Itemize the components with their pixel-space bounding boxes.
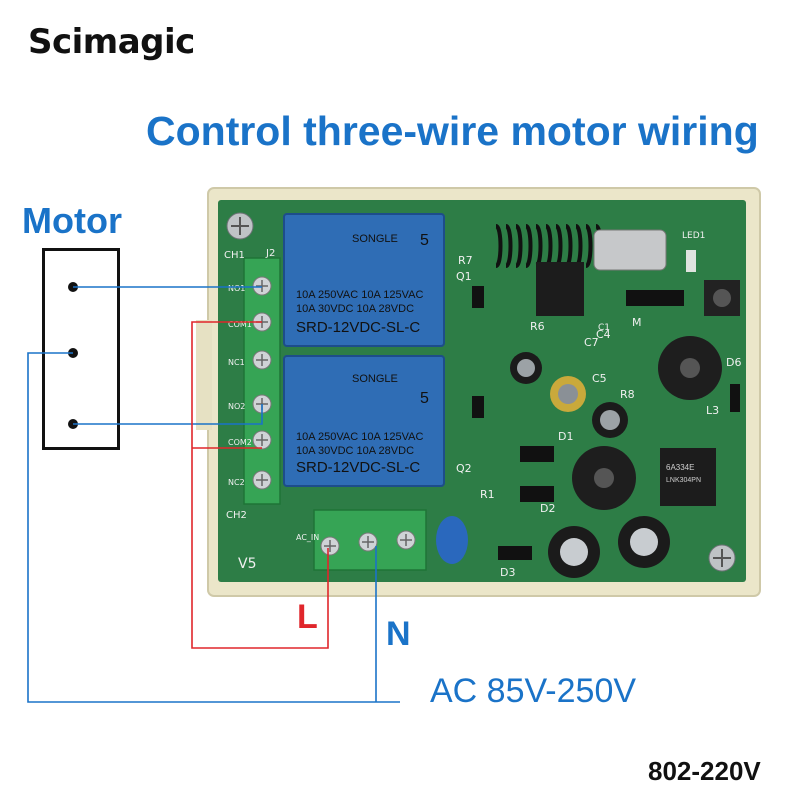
silk-nc2: NC2 xyxy=(228,478,245,487)
pairing-button xyxy=(704,280,740,316)
brand-logo: Scimagic xyxy=(28,22,195,62)
page-title: Control three-wire motor wiring xyxy=(146,108,759,154)
crystal xyxy=(593,229,667,271)
wire-motor-3-to-no2 xyxy=(73,404,263,425)
relay-1-model: SRD-12VDC-SL-C xyxy=(296,319,420,336)
screw-top-left xyxy=(226,212,254,240)
ic-part: LNK304PN xyxy=(666,477,701,484)
silk-d3: D3 xyxy=(500,566,515,579)
ac-input-terminal-block xyxy=(313,509,427,571)
relay-1-brand: SONGLE xyxy=(352,233,398,245)
silk-com1: COM1 xyxy=(228,320,252,329)
silk-ac-in: AC_IN xyxy=(296,533,319,542)
silk-nc1: NC1 xyxy=(228,358,245,367)
silk-r6: R6 xyxy=(530,320,545,333)
mode-jumper xyxy=(626,290,684,306)
wire-live-to-com1 xyxy=(191,321,329,649)
smd-parts xyxy=(472,286,740,560)
silk-m: M xyxy=(632,316,642,329)
silk-c4: C4 xyxy=(596,328,611,341)
silk-r8: R8 xyxy=(620,388,635,401)
screw-bottom-right xyxy=(708,544,736,572)
case-clip xyxy=(196,320,212,430)
relay-2: SONGLE 5 10A 250VAC 10A 125VAC 10A 30VDC… xyxy=(283,355,445,487)
relay-1-spec2: 10A 30VDC 10A 28VDC xyxy=(296,303,414,315)
inductor-1 xyxy=(658,336,722,400)
silk-no1: NO1 xyxy=(228,284,245,293)
silk-c5: C5 xyxy=(592,372,607,385)
model-code: 802-220V xyxy=(648,756,761,786)
silk-ch1: CH1 xyxy=(224,250,245,261)
relay-1-spec1: 10A 250VAC 10A 125VAC xyxy=(296,289,423,301)
neutral-label: N xyxy=(386,615,411,653)
blue-wiring xyxy=(27,286,400,703)
motor-label: Motor xyxy=(22,200,122,241)
led xyxy=(686,250,696,272)
relay-1-digit: 5 xyxy=(420,232,429,249)
red-wiring xyxy=(191,321,329,649)
output-terminal-block xyxy=(243,257,281,505)
capacitor-1 xyxy=(510,352,542,384)
relay-2-model: SRD-12VDC-SL-C xyxy=(296,459,420,476)
safety-capacitor xyxy=(436,516,468,564)
power-ic xyxy=(660,448,716,506)
relay-2-spec2: 10A 30VDC 10A 28VDC xyxy=(296,445,414,457)
motor-box xyxy=(42,248,120,450)
silk-led1: LED1 xyxy=(682,231,705,241)
live-label: L xyxy=(297,598,318,636)
capacitor-2 xyxy=(550,376,586,412)
silk-j2: J2 xyxy=(265,248,275,259)
relay-2-brand: SONGLE xyxy=(352,373,398,385)
decoder-ic xyxy=(536,262,584,316)
ic-code: 6A334E xyxy=(666,463,694,472)
silk-d2: D2 xyxy=(540,502,555,515)
silk-q1: Q1 xyxy=(456,270,472,283)
silk-v5: V5 xyxy=(238,556,256,572)
inductor-2 xyxy=(572,446,636,510)
silk-c7: C7 xyxy=(584,336,599,349)
supply-voltage-label: AC 85V-250V xyxy=(430,672,637,710)
capacitor-4 xyxy=(548,526,600,578)
relay-2-spec1: 10A 250VAC 10A 125VAC xyxy=(296,431,423,443)
silk-l3: L3 xyxy=(706,404,719,417)
silk-no2: NO2 xyxy=(228,402,245,411)
silk-d6: D6 xyxy=(726,356,741,369)
capacitor-5 xyxy=(618,516,670,568)
relay-1: SONGLE 5 10A 250VAC 10A 125VAC 10A 30VDC… xyxy=(283,213,445,347)
wire-motor-common-to-neutral xyxy=(27,352,400,703)
silk-c1: C1 xyxy=(598,323,610,333)
silk-d1: D1 xyxy=(558,430,573,443)
silk-ch2: CH2 xyxy=(226,510,247,521)
capacitor-3 xyxy=(592,402,628,438)
silk-r7: R7 xyxy=(458,254,473,267)
relay-2-digit: 5 xyxy=(420,390,429,407)
silk-q2: Q2 xyxy=(456,462,472,475)
antenna-coil xyxy=(494,224,603,268)
silk-r1: R1 xyxy=(480,488,495,501)
silk-com2: COM2 xyxy=(228,438,252,447)
